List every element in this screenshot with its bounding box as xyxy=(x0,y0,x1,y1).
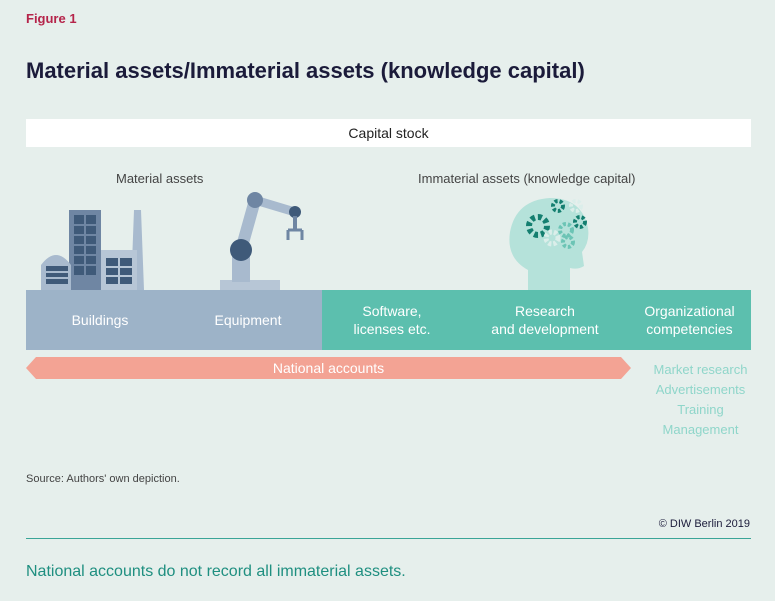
example-management: Management xyxy=(662,422,739,437)
example-market-research: Market research xyxy=(653,362,748,377)
source-note: Source: Authors' own depiction. xyxy=(26,473,180,485)
asset-equipment: Equipment xyxy=(214,312,282,328)
immaterial-assets-label: Immaterial assets (knowledge capital) xyxy=(418,171,636,186)
national-accounts-label: National accounts xyxy=(272,360,385,376)
material-assets-band xyxy=(26,290,322,350)
national-accounts-arrow xyxy=(26,357,631,379)
capital-stock-label: Capital stock xyxy=(348,125,429,141)
capital-stock-bar: Capital stock xyxy=(26,119,751,147)
robot-arm-icon xyxy=(220,192,304,290)
figure-title: Material assets/Immaterial assets (knowl… xyxy=(26,58,585,83)
divider xyxy=(26,538,751,539)
factory-icon xyxy=(41,210,144,290)
example-training: Training xyxy=(677,402,724,417)
figure-label: Figure 1 xyxy=(26,11,77,26)
asset-organizational: Organizational competencies xyxy=(644,303,735,337)
example-advertisements: Advertisements xyxy=(655,382,746,397)
asset-research: Research and development xyxy=(491,303,599,337)
figure-caption: National accounts do not record all imma… xyxy=(26,563,406,580)
copyright: © DIW Berlin 2019 xyxy=(658,518,750,530)
asset-buildings: Buildings xyxy=(71,312,129,328)
material-assets-label: Material assets xyxy=(116,171,204,186)
organizational-examples: Market research Advertisements Training … xyxy=(628,360,773,440)
immaterial-assets-band xyxy=(322,290,751,350)
asset-software: Software, licenses etc. xyxy=(353,303,431,337)
head-gears-icon xyxy=(509,198,589,290)
